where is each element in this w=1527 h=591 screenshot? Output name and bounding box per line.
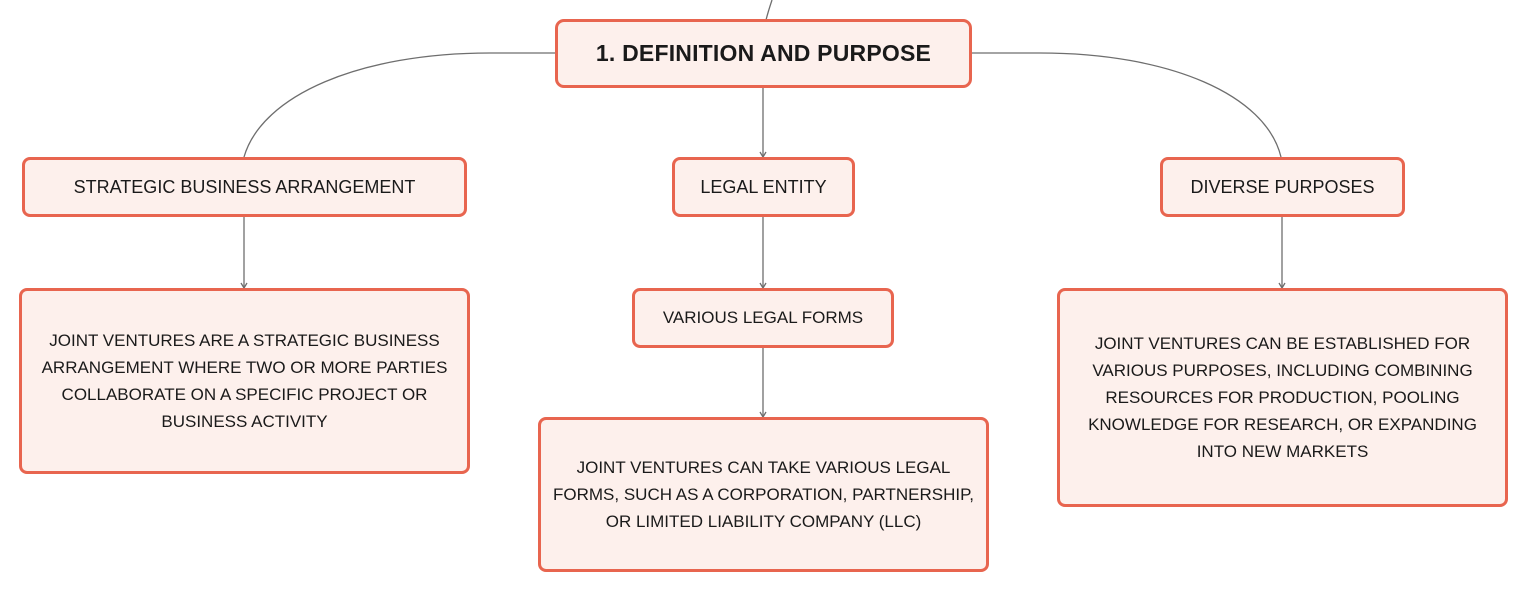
node-label: VARIOUS LEGAL FORMS <box>662 308 864 327</box>
node-diverse-purposes[interactable]: DIVERSE PURPOSES <box>1160 157 1405 217</box>
node-strategic-business-arrangement[interactable]: STRATEGIC BUSINESS ARRANGEMENT <box>22 157 467 217</box>
connector-parent-to-root <box>765 0 773 21</box>
root-node-label: 1. DEFINITION AND PURPOSE <box>595 40 932 66</box>
node-legal-entity[interactable]: LEGAL ENTITY <box>672 157 855 217</box>
node-label: DIVERSE PURPOSES <box>1190 176 1375 197</box>
connector-root-to-diverse <box>970 52 1282 158</box>
root-node[interactable]: 1. DEFINITION AND PURPOSE <box>555 19 972 88</box>
node-label: STRATEGIC BUSINESS ARRANGEMENT <box>73 176 416 197</box>
detail-diverse-purposes[interactable]: JOINT VENTURES CAN BE ESTABLISHED FOR VA… <box>1057 288 1508 507</box>
detail-text: JOINT VENTURES CAN TAKE VARIOUS LEGAL FO… <box>553 458 974 531</box>
node-various-legal-forms[interactable]: VARIOUS LEGAL FORMS <box>632 288 894 348</box>
detail-text: JOINT VENTURES ARE A STRATEGIC BUSINESS … <box>41 331 448 431</box>
detail-strategic-business-arrangement[interactable]: JOINT VENTURES ARE A STRATEGIC BUSINESS … <box>19 288 470 474</box>
detail-text: JOINT VENTURES CAN BE ESTABLISHED FOR VA… <box>1088 334 1477 461</box>
connector-root-to-strategic <box>243 52 556 158</box>
detail-legal-forms[interactable]: JOINT VENTURES CAN TAKE VARIOUS LEGAL FO… <box>538 417 989 572</box>
node-label: LEGAL ENTITY <box>700 176 827 197</box>
